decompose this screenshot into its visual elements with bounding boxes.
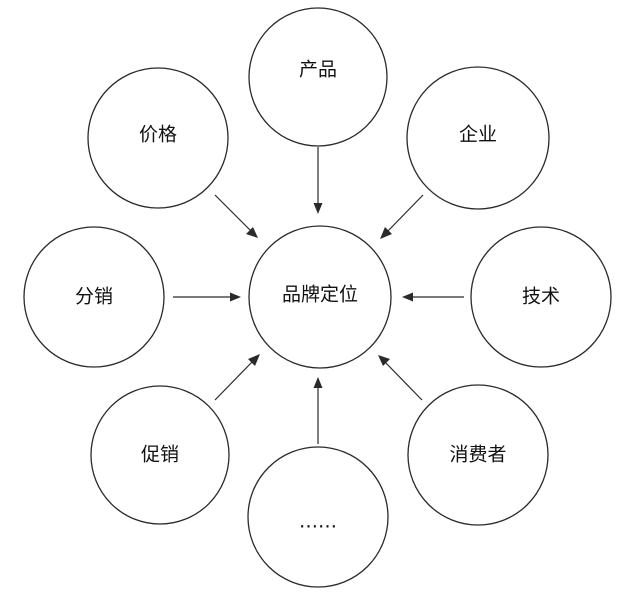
node-promotion: 促销	[90, 385, 230, 525]
node-technology-circle	[470, 226, 612, 368]
node-company-circle	[406, 66, 550, 210]
arrow-more-to-center	[313, 377, 323, 444]
node-distribution-label: 分销	[75, 286, 113, 308]
node-technology-label: 技术	[522, 286, 560, 308]
node-consumer: 消费者	[407, 384, 549, 526]
node-more: ……	[247, 446, 389, 588]
node-product-circle	[248, 7, 388, 147]
arrow-technology-to-center	[402, 292, 464, 302]
node-center: 品牌定位	[248, 225, 392, 369]
node-center-label: 品牌定位	[282, 284, 358, 306]
arrow-company-to-center	[380, 194, 424, 239]
arrows	[173, 147, 464, 444]
node-distribution-circle	[23, 226, 165, 368]
node-product: 产品	[248, 7, 388, 147]
node-center-circle	[248, 225, 392, 369]
node-more-circle	[247, 446, 389, 588]
arrow-product-to-center	[313, 147, 323, 214]
node-promotion-circle	[90, 385, 230, 525]
node-product-label: 产品	[299, 59, 337, 81]
arrow-distribution-to-center	[173, 292, 241, 302]
node-company-label: 企业	[459, 124, 497, 146]
node-price: 价格	[87, 67, 229, 209]
arrow-promotion-to-center	[214, 354, 260, 401]
node-promotion-label: 促销	[141, 444, 179, 466]
node-consumer-circle	[407, 384, 549, 526]
node-consumer-label: 消费者	[449, 444, 506, 466]
node-company: 企业	[406, 66, 550, 210]
node-price-label: 价格	[139, 124, 177, 146]
node-price-circle	[87, 67, 229, 209]
node-more-label: ……	[299, 511, 337, 533]
arrow-price-to-center	[214, 194, 258, 238]
arrow-consumer-to-center	[378, 355, 423, 401]
node-technology: 技术	[470, 226, 612, 368]
node-distribution: 分销	[23, 226, 165, 368]
